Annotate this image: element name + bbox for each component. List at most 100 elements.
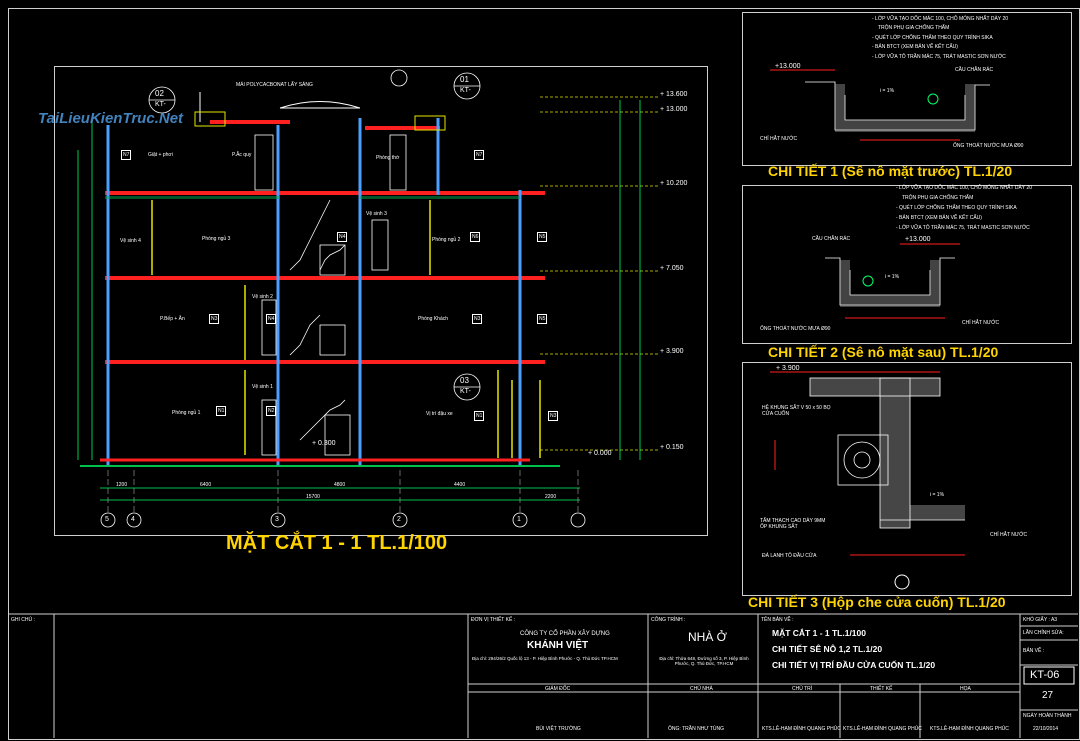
tb-drawing-line-1: MẶT CẮT 1 - 1 TL.1/100 xyxy=(772,628,866,638)
axis-1: 1 xyxy=(517,516,521,523)
dim-4400: 4400 xyxy=(454,482,466,488)
roof-note: MÁI POLYCACBONAT LẤY SÁNG xyxy=(236,82,313,88)
detail2-trash-guard: CẦU CHẮN RÁC xyxy=(812,236,851,242)
callout-01-num: 01 xyxy=(460,75,469,84)
tb-sheet-label: BẢN VẼ : xyxy=(1023,648,1045,654)
tb-name-lead: KTS.LÊ-HẠM ĐÌNH QUANG PHÚC xyxy=(762,726,841,732)
room-bed1: Phòng ngủ 1 xyxy=(172,410,201,416)
detail2-note-4: - BẢN BTCT (XEM BẢN VẼ KẾT CẤU) xyxy=(896,215,982,221)
tb-project-address: Địa chỉ: Thửa 648, Đường số 3, P. Hiệp B… xyxy=(659,656,749,666)
tag-n1: N1 xyxy=(216,406,227,416)
detail1-note-4: - BẢN BTCT (XEM BẢN VẼ KẾT CẤU) xyxy=(872,44,958,50)
tb-sheet-code: KT-06 xyxy=(1030,669,1060,681)
tb-project-name: NHÀ Ở xyxy=(688,630,727,644)
dim-6400: 6400 xyxy=(200,482,212,488)
tag-n6: N6 xyxy=(470,232,481,242)
room-parking: Vị trí đậu xe xyxy=(426,411,453,417)
tb-drawing-line-3: CHI TIẾT VỊ TRÍ ĐẦU CỬA CUỐN TL.1/20 xyxy=(772,660,936,670)
detail1-frame xyxy=(742,12,1072,166)
room-bed3: Phòng ngủ 3 xyxy=(202,236,231,242)
tag-n4: N4 xyxy=(266,314,277,324)
callout-02-num: 02 xyxy=(155,89,164,98)
tb-date-label: NGÀY HOÀN THÀNH xyxy=(1023,713,1072,719)
tag-n4: N4 xyxy=(337,232,348,242)
detail1-drip: CHỈ HẮT NƯỚC xyxy=(760,136,798,142)
level-13000: + 13.000 xyxy=(660,106,688,113)
callout-01-ref: KT- xyxy=(460,87,471,94)
detail1-slope: i = 1% xyxy=(880,88,895,94)
tb-name-owner: ÔNG: TRẦN NHƯ TÙNG xyxy=(668,726,725,732)
room-wc1: Vệ sinh 1 xyxy=(252,384,273,390)
tb-designer-label: ĐƠN VỊ THIẾT KẾ : xyxy=(471,617,516,623)
tb-role-owner: CHỦ NHÀ xyxy=(690,686,713,692)
tb-name-director: BÙI VIỆT TRƯỜNG xyxy=(536,726,581,732)
detail3-slope: i = 1% xyxy=(930,492,945,498)
level-0000: + 0.000 xyxy=(588,450,612,457)
detail1-note-1: - LỚP VỮA TẠO DỐC MÁC 100, CHỖ MỎNG NHẤT… xyxy=(872,16,1009,22)
tb-sheet-size: KHỔ GIẤY : A3 xyxy=(1023,617,1058,623)
tb-revision: LẦN CHỈNH SỬA: xyxy=(1023,630,1064,636)
callout-02-ref: KT- xyxy=(155,101,166,108)
tb-role-designer: THIẾT KẾ xyxy=(870,686,893,692)
room-wc3: Vệ sinh 3 xyxy=(366,211,387,217)
level-0150: + 0.150 xyxy=(660,444,684,451)
tag-n3: N3 xyxy=(548,411,559,421)
level-3900: + 3.900 xyxy=(660,348,684,355)
watermark-text: TaiLieuKienTruc.Net xyxy=(38,110,184,127)
room-wc2: Vệ sinh 2 xyxy=(252,294,273,300)
tag-n5: N5 xyxy=(537,232,548,242)
tb-role-director: GIÁM ĐỐC xyxy=(545,686,571,692)
tb-drawing-label: TÊN BẢN VẼ : xyxy=(761,617,794,623)
tb-role-lead: CHỦ TRÌ xyxy=(792,686,813,692)
tb-name-designer: KTS.LÊ-HẠM ĐÌNH QUANG PHÚC xyxy=(843,726,922,732)
level-13600: + 13.600 xyxy=(660,91,688,98)
detail3-lintel: ĐÁ LANH TÔ ĐẦU CỬA xyxy=(762,553,817,559)
detail2-slope: i = 1% xyxy=(885,274,900,280)
axis-5: 5 xyxy=(105,516,109,523)
tag-n3: N3 xyxy=(472,314,483,324)
tb-company-line: CÔNG TY CỔ PHẦN XÂY DỰNG xyxy=(520,631,610,637)
detail2-note-1: - LỚP VỮA TẠO DỐC MÁC 100, CHỖ MỎNG NHẤT… xyxy=(896,185,1033,191)
detail3-frame: HỆ KHUNG SẮT V 50 x 50 BỌ CỬA CUỐN xyxy=(762,405,831,417)
dim-1200: 1200 xyxy=(116,482,128,488)
room-laundry: Giặt + phơi xyxy=(148,152,173,158)
tag-n5: N5 xyxy=(537,314,548,324)
detail2-note-3: - QUÉT LỚP CHỐNG THẤM THEO QUY TRÌNH SIK… xyxy=(896,205,1017,211)
callout-03-num: 03 xyxy=(460,376,469,385)
detail2-drip: CHỈ HẮT NƯỚC xyxy=(962,320,1000,326)
callout-03-ref: KT- xyxy=(460,388,471,395)
level-0300: + 0.300 xyxy=(312,440,336,447)
tb-date: 22/10/2014 xyxy=(1033,726,1059,732)
detail2-level: +13.000 xyxy=(905,236,931,243)
room-bed2: Phòng ngủ 2 xyxy=(432,237,461,243)
level-10200: + 10.200 xyxy=(660,180,688,187)
tag-n2: N2 xyxy=(266,406,277,416)
tb-notes-label: GHI CHÚ : xyxy=(11,617,35,623)
detail1-level: +13.000 xyxy=(775,63,801,70)
level-7050: + 7.050 xyxy=(660,265,684,272)
detail2-note-2: TRỘN PHỤ GIA CHỐNG THẤM xyxy=(902,195,974,201)
axis-2: 2 xyxy=(397,516,401,523)
dim-15700: 15700 xyxy=(306,494,320,500)
tag-n3: N3 xyxy=(209,314,220,324)
tb-project-label: CÔNG TRÌNH : xyxy=(651,617,686,623)
detail1-drain: ỐNG THOÁT NƯỚC MƯA Ø90 xyxy=(953,143,1024,149)
room-living: Phòng Khách xyxy=(418,316,449,322)
dim-4800: 4800 xyxy=(334,482,346,488)
axis-3: 3 xyxy=(275,516,279,523)
detail3-level: + 3.900 xyxy=(776,365,800,372)
detail3-gypsum: TẤM THẠCH CAO DÀY 9MM ỐP KHUNG SẮT xyxy=(760,518,826,530)
axis-4: 4 xyxy=(131,516,135,523)
detail2-drain: ỐNG THOÁT NƯỚC MƯA Ø90 xyxy=(760,326,831,332)
detail1-trash-guard: CẦU CHẮN RÁC xyxy=(955,67,994,73)
detail2-frame xyxy=(742,185,1072,344)
room-battery: P.Ắc quy xyxy=(232,152,252,158)
tb-role-drafter: HỌA xyxy=(960,686,971,692)
main-section-frame xyxy=(54,66,708,536)
tag-n1: N1 xyxy=(474,411,485,421)
tb-sheet-num: 27 xyxy=(1042,690,1054,701)
detail2-note-5: - LỚP VỮA TÔ TRẦN MÁC 75, TRÁT MASTIC SƠ… xyxy=(896,225,1030,231)
detail1-title: CHI TIẾT 1 (Sê nô mặt trước) TL.1/20 xyxy=(768,163,1013,179)
room-altar: Phòng thờ xyxy=(376,155,400,161)
